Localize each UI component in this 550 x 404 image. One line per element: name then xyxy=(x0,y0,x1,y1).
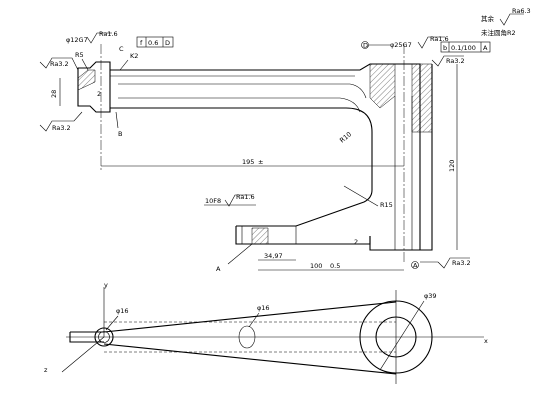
foot-hatch xyxy=(251,227,269,245)
ra32-right-top: Ra3.2 xyxy=(446,57,465,65)
iso-left-bore xyxy=(98,331,110,343)
roughness-symbol-icon xyxy=(499,13,524,26)
ra-symbol-icon xyxy=(39,111,83,132)
dim-195: 195 xyxy=(242,158,254,166)
dia-16-mid: φ16 xyxy=(257,304,270,312)
perp-value: 0.1/100 xyxy=(451,44,476,52)
ra-symbol-icon xyxy=(224,194,252,207)
r10-label: R10 xyxy=(338,130,353,144)
rest-ra-value: Ra6.3 xyxy=(512,7,531,15)
datum-d: D xyxy=(363,42,368,50)
perp-datum: A xyxy=(483,44,488,52)
dim-195-tol: ± xyxy=(258,158,263,166)
right-boss-hatch-right xyxy=(411,63,433,133)
ra-symbol-icon xyxy=(417,36,445,49)
ra32-bottom: Ra3.2 xyxy=(452,259,471,267)
foot-outline xyxy=(235,226,371,245)
ra32-left-top: Ra3.2 xyxy=(50,60,69,68)
bore-left-dia: φ12G7 xyxy=(66,36,88,44)
ra-symbol-icon xyxy=(39,57,79,71)
left-boss-hatch xyxy=(77,69,96,91)
datum-a-circle xyxy=(411,261,419,269)
iso-left-stub xyxy=(69,332,104,343)
iso-arm-outline xyxy=(70,301,397,375)
ra-symbol-icon xyxy=(437,257,470,269)
bore-left-ra: Ra1.6 xyxy=(99,30,118,38)
front-view xyxy=(77,44,433,262)
axis-y: y xyxy=(104,281,108,289)
dim-2: 2 xyxy=(97,90,101,98)
dim-100: 100 xyxy=(310,262,322,270)
slot-ra: Ra1.6 xyxy=(236,193,255,201)
axis-z: z xyxy=(44,366,48,374)
arm-inner-line-2 xyxy=(118,83,367,99)
dim-34-97: 34,97 xyxy=(264,252,283,260)
dim-0-5: 0.5 xyxy=(330,262,340,270)
slot-dia: 10F8 xyxy=(205,197,221,205)
arm-lower-outline xyxy=(110,107,373,227)
iso-left-boss xyxy=(94,327,114,347)
general-notes: 其余 Ra6.3 未注圆角R2 xyxy=(481,7,531,37)
k2-label: K2 xyxy=(130,52,138,60)
a-label: A xyxy=(216,265,221,273)
flatness-value: 0.6 xyxy=(148,39,158,47)
datum-d-circle xyxy=(361,41,369,49)
b-label: B xyxy=(118,130,122,138)
datum-a: A xyxy=(413,262,418,270)
iso-mid-hole xyxy=(238,325,256,349)
dia-16-left: φ16 xyxy=(116,307,129,315)
rest-roughness-note: 其余 xyxy=(481,14,495,23)
perpendicularity-frame xyxy=(440,41,491,53)
dim-2-small: 2 xyxy=(354,238,358,246)
bore-right-dia: φ25G7 xyxy=(390,41,412,49)
left-boss-outline xyxy=(77,61,111,113)
c-label: C xyxy=(119,45,124,53)
arm-inner-line-3 xyxy=(118,97,361,113)
dim-120: 120 xyxy=(448,160,456,172)
flatness-symbol: f xyxy=(140,39,143,47)
right-boss-outline xyxy=(420,64,433,251)
ra-symbol-icon xyxy=(431,55,464,67)
dia-39: φ39 xyxy=(424,292,437,300)
fillet-note: 未注圆角R2 xyxy=(481,28,516,37)
isometric-view: y z x φ16 φ16 φ39 xyxy=(44,281,488,384)
perp-symbol: b xyxy=(443,44,447,52)
bore-right-ra: Ra1.6 xyxy=(430,35,449,43)
front-annotations: φ12G7 Ra1.6 f 0.6 D C R5 K2 Ra3.2 28 2 R… xyxy=(39,30,491,273)
axis-x: x xyxy=(484,337,488,345)
ra32-left-bottom: Ra3.2 xyxy=(52,124,71,132)
r15-label: R15 xyxy=(380,201,393,209)
r5-label: R5 xyxy=(75,51,84,59)
flatness-datum: D xyxy=(165,39,170,47)
ra-symbol-icon xyxy=(86,32,112,44)
right-boss-hatch-left xyxy=(369,63,396,109)
dim-28: 28 xyxy=(50,90,58,98)
flatness-frame xyxy=(136,36,174,48)
